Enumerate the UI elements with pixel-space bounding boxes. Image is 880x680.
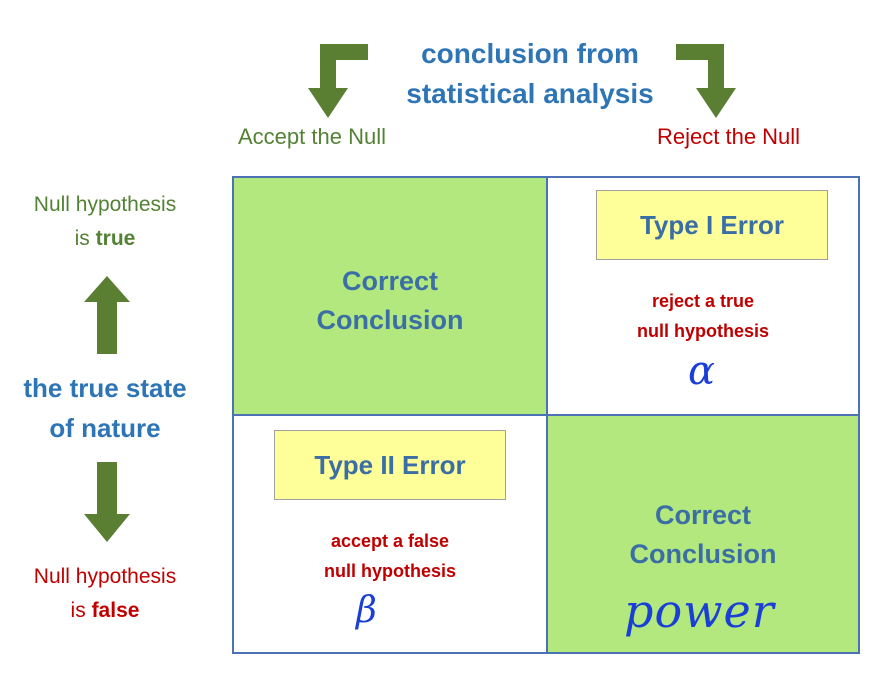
type-1-error-box: Type I Error: [596, 190, 828, 260]
type-1-error-desc: reject a true null hypothesis: [548, 286, 858, 346]
null-true-label: Null hypothesis is true: [0, 188, 210, 256]
null-false-label: Null hypothesis is false: [0, 560, 210, 628]
type-2-error-box: Type II Error: [274, 430, 506, 500]
beta-handwriting: β: [356, 590, 377, 631]
type-2-desc-line2: null hypothesis: [323, 561, 456, 581]
true-state-of-nature-label: the true state of nature: [0, 368, 210, 448]
elbow-arrow-down-right-icon: [676, 44, 736, 118]
null-true-word: true: [95, 227, 136, 250]
cell-correct-reject: Correct Conclusion power: [548, 416, 858, 652]
cell-correct-accept: Correct Conclusion: [234, 178, 548, 416]
type-2-desc-line1: accept a false: [330, 531, 450, 551]
null-false-line2: is false: [0, 594, 210, 628]
alpha-handwriting: α: [688, 348, 716, 394]
axis-line1: the true state: [23, 373, 187, 403]
arrow-up-icon: [84, 276, 130, 354]
null-false-is: is: [70, 599, 86, 622]
type-2-error-desc: accept a false null hypothesis: [234, 526, 546, 586]
header-title-line1: conclusion from: [421, 38, 639, 69]
type-1-desc-line1: reject a true: [651, 291, 755, 311]
arrow-down-icon: [84, 462, 130, 542]
power-handwriting: power: [624, 584, 775, 638]
null-true-line2: is true: [0, 222, 210, 256]
elbow-arrow-down-left-icon: [308, 44, 368, 118]
cell-type-2-error: Type II Error accept a false null hypoth…: [234, 416, 548, 652]
reject-null-label: Reject the Null: [657, 124, 801, 149]
null-false-word: false: [91, 599, 140, 622]
correct-conclusion-text: Correct Conclusion: [548, 496, 858, 574]
null-false-prefix: Null hypothesis: [33, 565, 177, 588]
correct-line2: Conclusion: [316, 305, 464, 335]
null-true-is: is: [74, 227, 90, 250]
correct-conclusion-text: Correct Conclusion: [234, 262, 546, 340]
decision-matrix: Correct Conclusion Type I Error reject a…: [232, 176, 860, 654]
correct-line1: Correct: [654, 500, 752, 530]
accept-null-label: Accept the Null: [238, 124, 386, 149]
correct-line2: Conclusion: [629, 539, 777, 569]
type-1-desc-line2: null hypothesis: [636, 321, 769, 341]
header-title: conclusion from statistical analysis: [380, 34, 680, 114]
axis-line2: of nature: [49, 413, 161, 443]
correct-line1: Correct: [341, 266, 439, 296]
header-title-line2: statistical analysis: [406, 78, 654, 109]
null-true-prefix: Null hypothesis: [33, 193, 177, 216]
cell-type-1-error: Type I Error reject a true null hypothes…: [548, 178, 858, 416]
